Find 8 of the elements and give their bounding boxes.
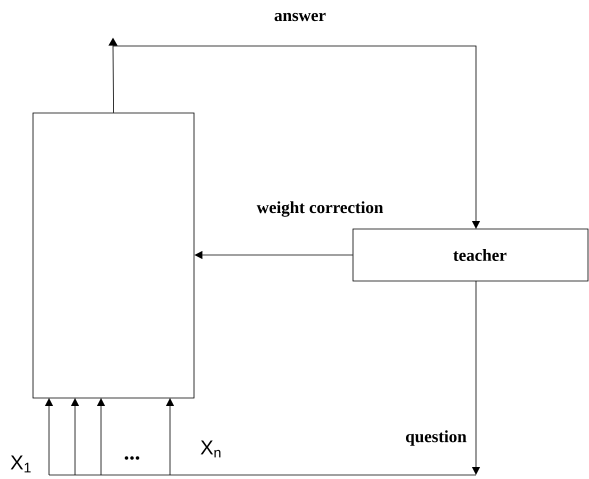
teacher-box: teacher	[352, 228, 588, 282]
input-label: X$_{1}$	[10, 456, 31, 472]
edge-label: question	[404, 429, 468, 447]
input-label: X$_{n}$	[200, 440, 220, 458]
edge-label: weight correction	[256, 200, 384, 218]
edge-label: answer	[273, 12, 327, 22]
ellipsis: ...	[124, 456, 140, 460]
network-box	[32, 112, 194, 398]
